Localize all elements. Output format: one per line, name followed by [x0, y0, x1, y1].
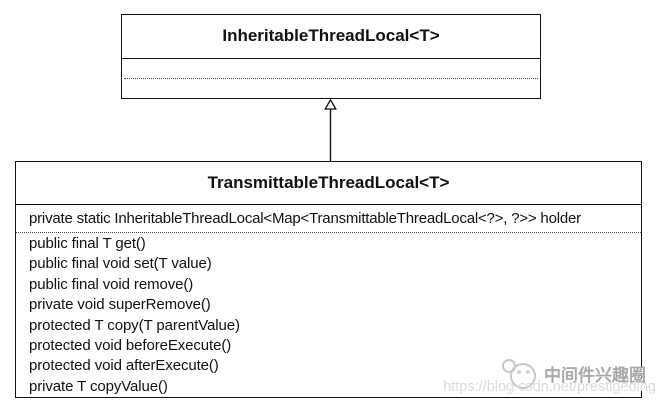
watermark-brand-name: 中间件兴趣圈 [544, 366, 646, 385]
method-item: public final T get() [29, 235, 146, 252]
method-item: public final void set(T value) [29, 255, 212, 273]
child-class-box: TransmittableThreadLocal<T> private stat… [15, 161, 642, 398]
method-item: public final void remove() [29, 275, 194, 293]
child-class-title: TransmittableThreadLocal<T> [16, 162, 641, 205]
method-item: protected void afterExecute() [29, 357, 219, 375]
compartment-divider [124, 78, 538, 79]
child-fields-compartment: private static InheritableThreadLocal<Ma… [16, 205, 641, 232]
parent-class-title: InheritableThreadLocal<T> [122, 15, 540, 59]
child-methods-compartment: public final T get() public final void s… [16, 232, 641, 397]
parent-empty-compartment [122, 59, 540, 97]
method-item: protected void beforeExecute() [29, 337, 232, 355]
watermark-url: https://blog.csdn.net/prestigeding [443, 379, 656, 395]
method-item: private void superRemove() [29, 296, 211, 314]
panda-circle-logo-icon [502, 359, 536, 389]
method-item: private T copyValue() [29, 377, 168, 395]
inheritance-arrow-icon [324, 99, 337, 162]
method-item: protected T copy(T parentValue) [29, 316, 240, 334]
parent-class-box: InheritableThreadLocal<T> [121, 14, 541, 99]
field-item: private static InheritableThreadLocal<Ma… [29, 210, 581, 227]
